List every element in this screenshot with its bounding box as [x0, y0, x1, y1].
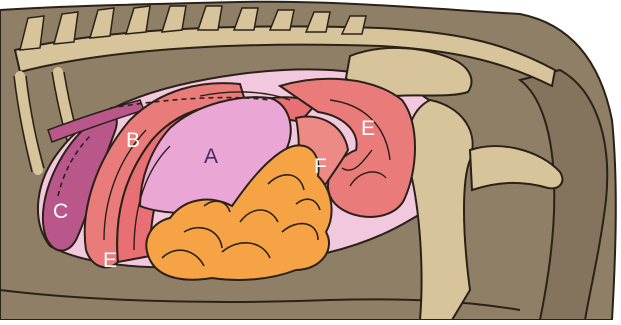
anatomy-diagram: A B C E E F — [0, 0, 621, 320]
abdomen-illustration — [0, 0, 621, 320]
